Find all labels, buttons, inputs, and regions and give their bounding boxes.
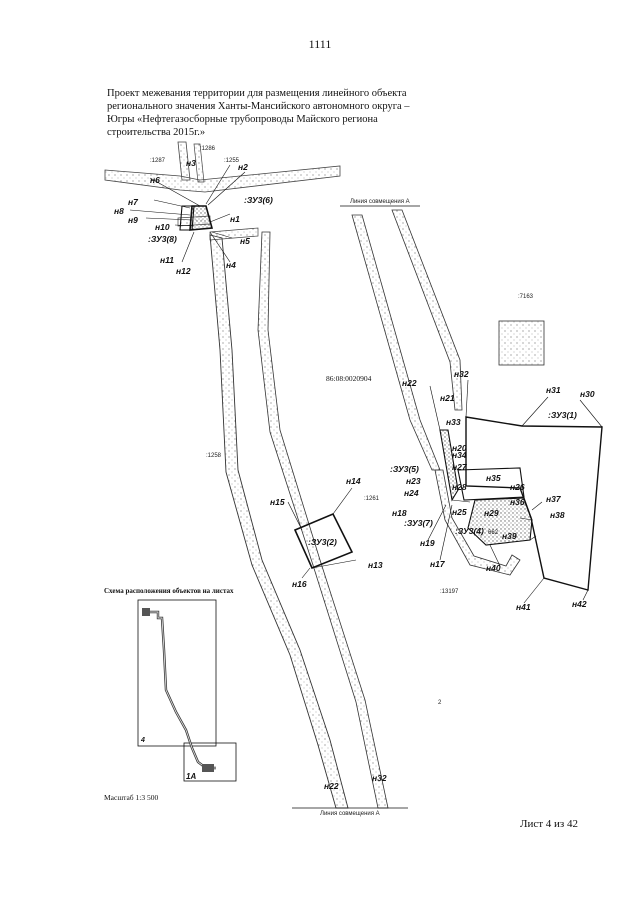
point-n12: н12: [176, 266, 191, 276]
parcel-1287: :1287: [150, 158, 166, 164]
label-zu3-8: :ЗУ3(8): [148, 234, 177, 244]
point-n26: н26: [510, 482, 525, 492]
point-n2: н2: [238, 162, 248, 172]
road-vertical-top: [177, 141, 191, 181]
plot-zu3-5: [439, 429, 459, 502]
point-n9: н9: [128, 215, 138, 225]
point-n6: н6: [150, 175, 160, 185]
schema-end-block: [202, 764, 214, 772]
point-n38: н38: [550, 510, 565, 520]
schema-sheet-4-frame: [137, 599, 217, 747]
point-n35: н35: [486, 473, 501, 483]
point-n37: н37: [546, 494, 562, 504]
point-n24: н24: [404, 488, 419, 498]
point-n41: н41: [516, 602, 531, 612]
pipeline-corridor-main: [209, 234, 349, 809]
corridor-right-2: [391, 209, 463, 411]
title-line-3: Югры «Нефтегазосборные трубопроводы Майс…: [107, 114, 378, 125]
road-horizontal-left: [104, 165, 341, 193]
schema-sheet-1a-frame: [183, 742, 237, 782]
point-n11: н11: [160, 255, 174, 265]
point-n33: н33: [446, 417, 461, 427]
label-zu3-1: :ЗУ3(1): [548, 410, 577, 420]
point-n40: н40: [486, 563, 501, 573]
plot-zu3-8: [179, 205, 195, 231]
point-n25: н25: [452, 507, 467, 517]
point-n28: н28: [452, 482, 467, 492]
parcel-1258: :1258: [206, 453, 222, 459]
point-n34: н34: [452, 450, 467, 460]
match-line-bottom-label: Линия совмещения А: [320, 811, 380, 817]
parcel-2: 2: [438, 700, 442, 706]
point-n21: н21: [440, 393, 455, 403]
schema-route-inner: [142, 611, 216, 769]
schema-route: [142, 610, 216, 770]
scale-text: Масштаб 1:3 500: [104, 793, 158, 802]
title-line-2: регионального значения Ханты-Мансийского…: [107, 101, 410, 112]
document-title: Проект межевания территории для размещен…: [107, 87, 425, 139]
parcel-1261: :1261: [364, 496, 380, 502]
road-vertical-top-2: [193, 143, 205, 183]
title-line-1: Проект межевания территории для размещен…: [107, 88, 407, 99]
match-line-top-label: Линия совмещения А: [350, 199, 410, 205]
point-n32: н32: [454, 369, 469, 379]
title-line-4: строительства 2015г.»: [107, 127, 206, 138]
point-n30: н30: [580, 389, 595, 399]
label-zu3-6: :ЗУ3(6): [244, 195, 273, 205]
label-zu3-7: :ЗУ3(7): [404, 518, 433, 528]
point-n13: н13: [368, 560, 383, 570]
point-n19: н19: [420, 538, 435, 548]
point-n42: н42: [572, 599, 587, 609]
point-n32-bottom: н32: [372, 773, 387, 783]
parcel-1286: :1286: [200, 146, 216, 152]
leader-lines: [129, 164, 603, 604]
point-n17: н17: [430, 559, 446, 569]
schema-sheet-1a-label: 1А: [186, 772, 196, 781]
point-n4: н4: [226, 260, 236, 270]
point-n10: н10: [155, 222, 170, 232]
label-zu3-4: :ЗУ3(4): [455, 526, 484, 536]
parcel-7163: :7163: [518, 294, 534, 300]
label-zu3-2: :ЗУ3(2): [308, 537, 337, 547]
point-n18: н18: [392, 508, 407, 518]
parcel-1255: :1255: [224, 158, 240, 164]
schema-title: Схема расположения объектов на листах: [104, 587, 234, 595]
page-number: 1111: [308, 37, 332, 51]
plot-zu3-6: [189, 205, 214, 231]
parcel-662: 662: [488, 530, 499, 536]
point-n39: н39: [502, 531, 517, 541]
point-n36: н36: [510, 497, 525, 507]
point-n1: н1: [230, 214, 240, 224]
point-n22-bottom: н22: [324, 781, 339, 791]
plot-zu3-7: [457, 467, 525, 501]
point-n27: н27: [452, 462, 468, 472]
point-n23: н23: [406, 476, 421, 486]
point-n16: н16: [292, 579, 307, 589]
point-n15: н15: [270, 497, 285, 507]
label-zu3-5: :ЗУ3(5): [390, 464, 419, 474]
plot-zu3-2: [293, 512, 354, 570]
schema-start-block: [142, 608, 150, 616]
point-n8: н8: [114, 206, 124, 216]
schema-sheet-4-label: 4: [140, 737, 145, 744]
corridor-right: [351, 214, 441, 471]
point-n5: н5: [240, 236, 250, 246]
point-n20: н20: [452, 443, 467, 453]
cadastral-block-number: 86:08:0020904: [326, 374, 372, 383]
point-n14: н14: [346, 476, 361, 486]
point-n29: н29: [484, 508, 499, 518]
road-curve-bottom-right: [434, 469, 521, 576]
point-n3: н3: [186, 158, 196, 168]
point-n7: н7: [128, 197, 139, 207]
parcel-7163: [498, 320, 545, 366]
point-n22: н22: [402, 378, 417, 388]
sheet-footer: Лист 4 из 42: [520, 818, 579, 830]
parcel-13197: :13197: [440, 589, 459, 595]
point-n31: н31: [546, 385, 561, 395]
